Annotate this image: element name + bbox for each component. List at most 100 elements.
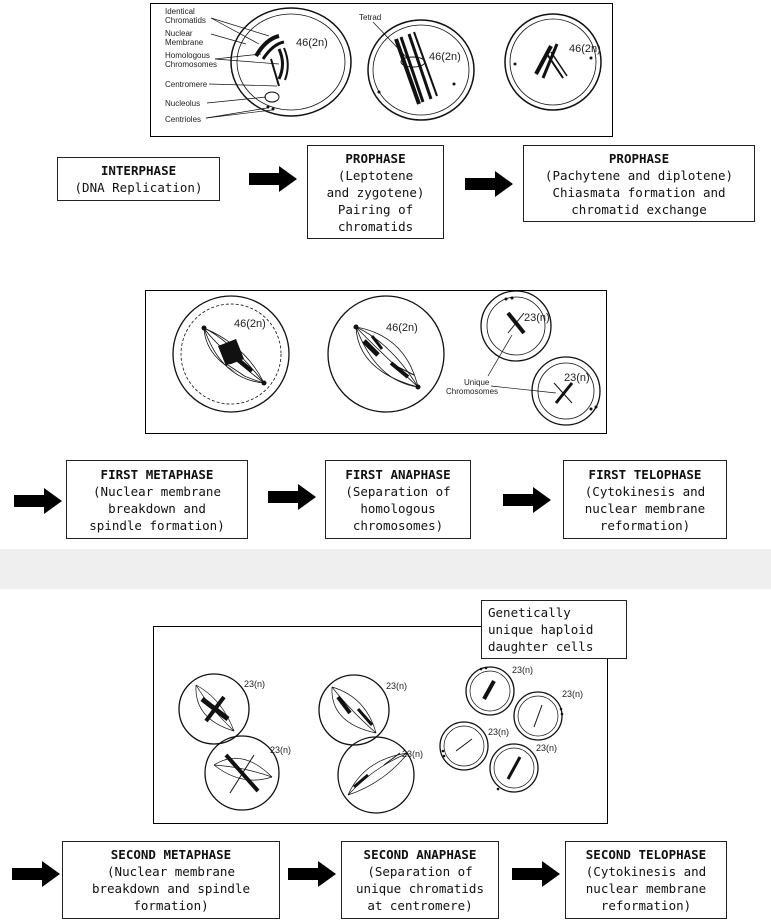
interphase-prophase-panel: 46(2n) Identical Chromatids Nuclear Memb… (150, 3, 613, 137)
interphase-prophase-diagram: 46(2n) Identical Chromatids Nuclear Memb… (165, 7, 602, 124)
stage-title: FIRST METAPHASE (100, 466, 214, 482)
second-anaphase-cell-top: 23(n) (318, 674, 407, 746)
second-metaphase-bottom-count-label: 23(n) (270, 745, 291, 755)
stage-line: (Nuclear membrane (93, 483, 221, 499)
label-centromere: Centromere (165, 80, 208, 89)
stage-line: Chiasmata formation and (552, 184, 726, 200)
arrow-icon (268, 484, 316, 510)
stage-line: (Cytokinesis and (584, 483, 706, 499)
stage-line: (DNA Replication) (74, 180, 203, 195)
stage-title: FIRST TELOPHASE (588, 466, 702, 482)
callout-line: daughter cells (488, 639, 594, 654)
meiosis-one-diagram: 46(2n) 46(2n) 23(n) (172, 291, 601, 426)
stage-line: homologous (360, 500, 436, 516)
stage-second-metaphase: SECOND METAPHASE (Nuclear membrane break… (62, 841, 280, 919)
arrow-icon (288, 861, 336, 887)
stage-line: breakdown and spindle (91, 881, 251, 896)
label-chromatids: Chromatids (165, 16, 206, 25)
stage-line: and zygotene) (326, 184, 425, 200)
second-telophase-b-count-label: 23(n) (562, 689, 583, 699)
second-anaphase-top-count-label: 23(n) (386, 681, 407, 691)
arrow-icon (14, 488, 62, 514)
label-leader-lines (205, 17, 280, 119)
label-chromosomes: Chromosomes (165, 60, 217, 69)
stage-line: chromosomes) (352, 517, 444, 533)
stage-line: (Separation of (367, 864, 473, 879)
stage-line: at centromere) (367, 898, 473, 913)
label-membrane: Membrane (165, 38, 204, 47)
label-unique: Unique (464, 378, 490, 387)
first-telophase-bottom-count-label: 23(n) (564, 372, 590, 384)
stage-line: (Nuclear membrane (107, 864, 235, 879)
haploid-cells-callout: Genetically unique haploid daughter cell… (481, 600, 627, 659)
arrow-icon (503, 487, 551, 513)
label-nucleolus: Nucleolus (165, 99, 200, 108)
stage-line: (Pachytene and diplotene) (544, 167, 734, 183)
second-telophase-c-count-label: 23(n) (488, 727, 509, 737)
stage-title: PROPHASE (345, 150, 406, 166)
stage-line: (Leptotene (337, 167, 414, 183)
arrow-icon (249, 166, 297, 192)
section-divider-band (0, 549, 771, 589)
stage-prophase-late: PROPHASE (Pachytene and diplotene) Chias… (523, 145, 755, 222)
second-anaphase-bottom-count-label: 23(n) (402, 749, 423, 759)
prophase-early-count-label: 46(2n) (429, 51, 461, 63)
second-telophase-cell-a: 23(n) (465, 665, 533, 716)
stage-line: chromatid exchange (571, 201, 707, 217)
stage-line: formation) (133, 898, 209, 913)
stage-title: PROPHASE (608, 150, 670, 166)
stage-line: (Cytokinesis and (585, 864, 707, 879)
interphase-count-label: 46(2n) (296, 37, 328, 49)
stage-first-metaphase: FIRST METAPHASE (Nuclear membrane breakd… (66, 460, 248, 539)
stage-line: (Separation of (345, 483, 451, 499)
second-telophase-cell-b: 23(n) (513, 689, 583, 741)
label-unique-chromosomes: Chromosomes (446, 387, 498, 396)
second-metaphase-cell-bottom: 23(n) (204, 735, 291, 811)
stage-second-anaphase: SECOND ANAPHASE (Separation of unique ch… (341, 841, 499, 919)
stage-second-telophase: SECOND TELOPHASE (Cytokinesis and nuclea… (565, 841, 727, 919)
second-metaphase-cell-top: 23(n) (178, 673, 265, 745)
prophase-late-count-label: 46(2n) (569, 43, 601, 55)
stage-line: nuclear membrane (584, 500, 706, 516)
meiosis-one-panel: 46(2n) 46(2n) 23(n) (145, 290, 607, 434)
meiosis-two-diagram: 23(n) 23(n) 23(n) (178, 665, 583, 814)
stage-title: SECOND METAPHASE (110, 847, 232, 862)
prophase-late-cell: 46(2n) (504, 13, 602, 111)
stage-line: reformation) (600, 898, 692, 913)
first-anaphase-cell: 46(2n) (327, 295, 445, 413)
stage-prophase-early: PROPHASE (Leptotene and zygotene) Pairin… (307, 145, 444, 239)
second-telophase-cell-c: 23(n) (439, 721, 509, 771)
stage-line: chromatids (337, 218, 414, 234)
stage-title: SECOND TELOPHASE (585, 847, 707, 862)
arrow-icon (12, 861, 60, 887)
first-metaphase-cell: 46(2n) (172, 295, 290, 413)
first-telophase-cell-bottom: 23(n) (531, 356, 601, 426)
stage-first-telophase: FIRST TELOPHASE (Cytokinesis and nuclear… (563, 460, 727, 539)
second-anaphase-cell-bottom: 23(n) (337, 736, 423, 814)
label-tetrad: Tetrad (359, 13, 381, 22)
callout-line: Genetically (488, 605, 571, 620)
stage-line: spindle formation) (89, 517, 225, 533)
stage-interphase: INTERPHASE (DNA Replication) (57, 157, 220, 201)
prophase-early-cell: Tetrad 46(2n) (359, 13, 475, 121)
stage-title: FIRST ANAPHASE (345, 466, 451, 482)
second-telophase-cell-d: 23(n) (489, 743, 557, 793)
stage-first-anaphase: FIRST ANAPHASE (Separation of homologous… (325, 460, 471, 539)
leader-line (490, 385, 557, 394)
interphase-cell: 46(2n) (230, 7, 352, 117)
stage-line: Pairing of (337, 201, 414, 217)
meiosis-two-panel: 23(n) 23(n) 23(n) (153, 626, 608, 824)
stage-line: reformation) (599, 517, 691, 533)
second-telophase-d-count-label: 23(n) (536, 743, 557, 753)
stage-line: breakdown and (108, 500, 206, 516)
stage-title: INTERPHASE (100, 163, 177, 178)
label-homologous: Homologous (165, 51, 210, 60)
first-metaphase-count-label: 46(2n) (234, 318, 266, 330)
callout-line: unique haploid (488, 622, 594, 637)
stage-title: SECOND ANAPHASE (363, 847, 477, 862)
arrow-icon (465, 171, 513, 197)
arrow-icon (512, 861, 560, 887)
first-telophase-cell-top: 23(n) (480, 291, 552, 362)
label-identical: Identical (165, 7, 195, 16)
stage-line: unique chromatids (356, 881, 484, 896)
